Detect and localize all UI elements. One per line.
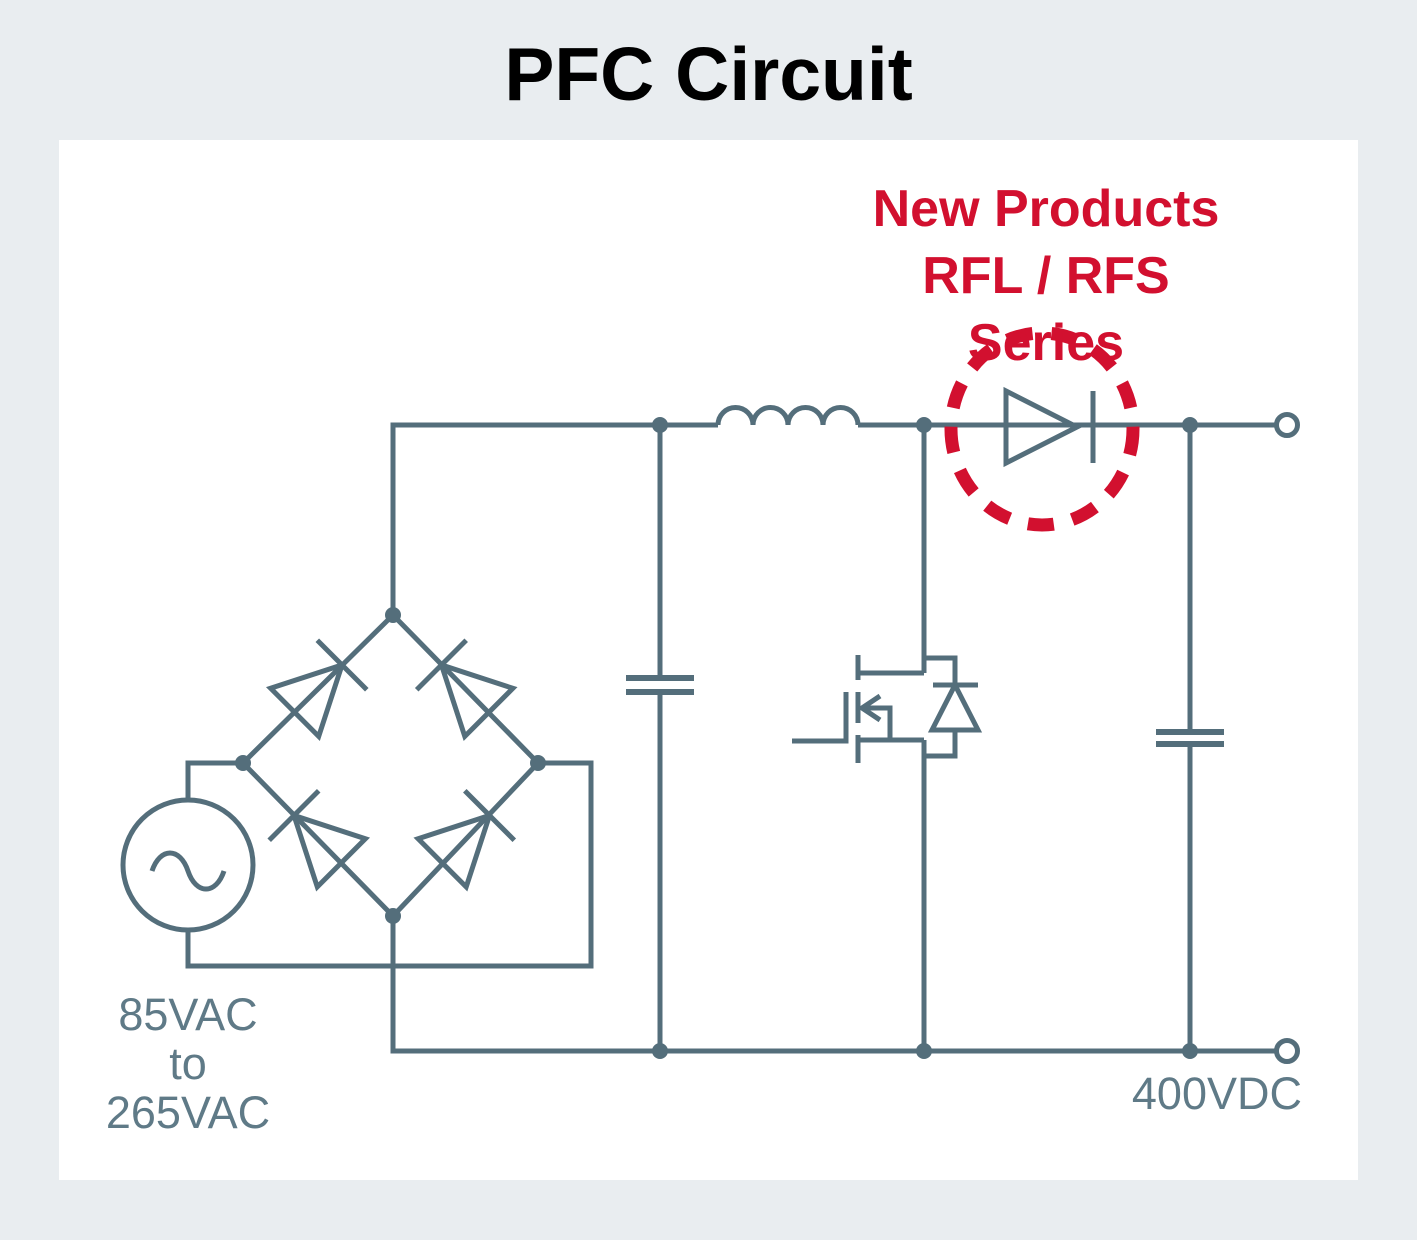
inductor-coil-icon	[715, 405, 861, 426]
mosfet-body-diode-icon	[924, 655, 983, 759]
new-products-annotation: New Products RFL / RFS Series	[846, 176, 1246, 377]
boost-diode-triangle-icon	[1003, 386, 1083, 468]
negative-terminal-icon	[1274, 1038, 1300, 1064]
bridge-diode-top-left-icon	[265, 638, 369, 742]
mosfet-body-lead	[862, 705, 893, 740]
positive-terminal-icon	[1274, 412, 1300, 438]
mosfet	[792, 425, 983, 1051]
input-voltage-label: 85VAC to 265VAC	[88, 990, 288, 1137]
output-capacitor	[1156, 425, 1224, 1051]
sine-wave-icon	[149, 850, 227, 892]
input-voltage-line-2: to	[169, 1038, 207, 1089]
inductor	[715, 405, 861, 426]
bridge-diamond	[239, 611, 542, 920]
annotation-line-2: RFL / RFS Series	[922, 247, 1170, 372]
ac-source-bottom-lead	[185, 760, 594, 969]
bottom-rail-wire	[390, 916, 1276, 1054]
output-voltage-label: 400VDC	[1131, 1068, 1302, 1119]
input-voltage-line-3: 265VAC	[105, 1087, 271, 1138]
mosfet-gate-lead	[792, 692, 849, 744]
bottom-rail	[390, 916, 1276, 1054]
junction-dots	[235, 417, 1198, 1059]
ac-source	[120, 760, 594, 969]
output-terminals	[1274, 412, 1300, 1064]
diagram-canvas	[59, 140, 1358, 1180]
bridge-rectifier	[239, 611, 542, 920]
boost-diode	[944, 326, 1140, 532]
input-voltage-line-1: 85VAC	[118, 989, 258, 1040]
bridge-diode-bottom-right-icon	[413, 788, 517, 892]
ac-source-top-lead	[185, 760, 243, 800]
annotation-line-1: New Products	[872, 180, 1220, 238]
bridge-diode-bottom-left-icon	[267, 788, 371, 892]
input-capacitor	[626, 425, 694, 1051]
mosfet-arrow-icon	[857, 693, 882, 723]
top-rail	[390, 422, 1276, 615]
bridge-diode-top-right-icon	[414, 638, 518, 742]
top-rail-left-segment	[390, 422, 718, 615]
page-title: PFC Circuit	[504, 32, 913, 116]
highlight-circle	[944, 326, 1140, 532]
